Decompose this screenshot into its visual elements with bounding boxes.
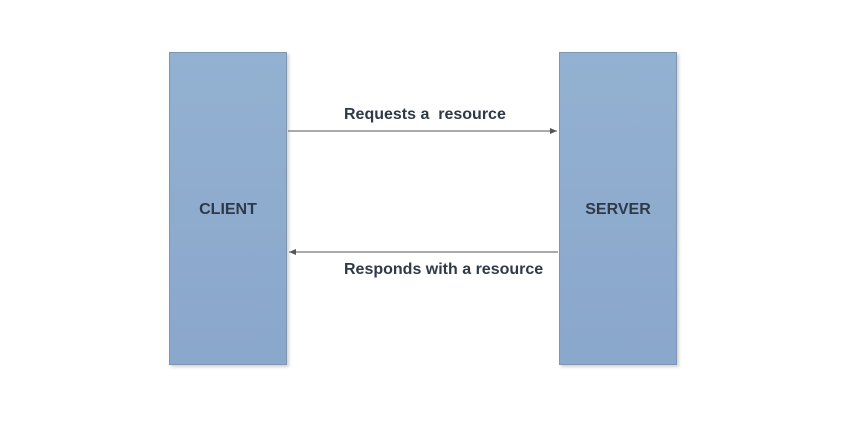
client-label: CLIENT xyxy=(199,201,257,218)
server-node: SERVER xyxy=(559,52,677,365)
server-label: SERVER xyxy=(585,201,651,218)
client-node: CLIENT xyxy=(169,52,287,365)
response-label: Responds with a resource xyxy=(344,261,544,278)
request-label: Requests a resource xyxy=(344,106,506,123)
